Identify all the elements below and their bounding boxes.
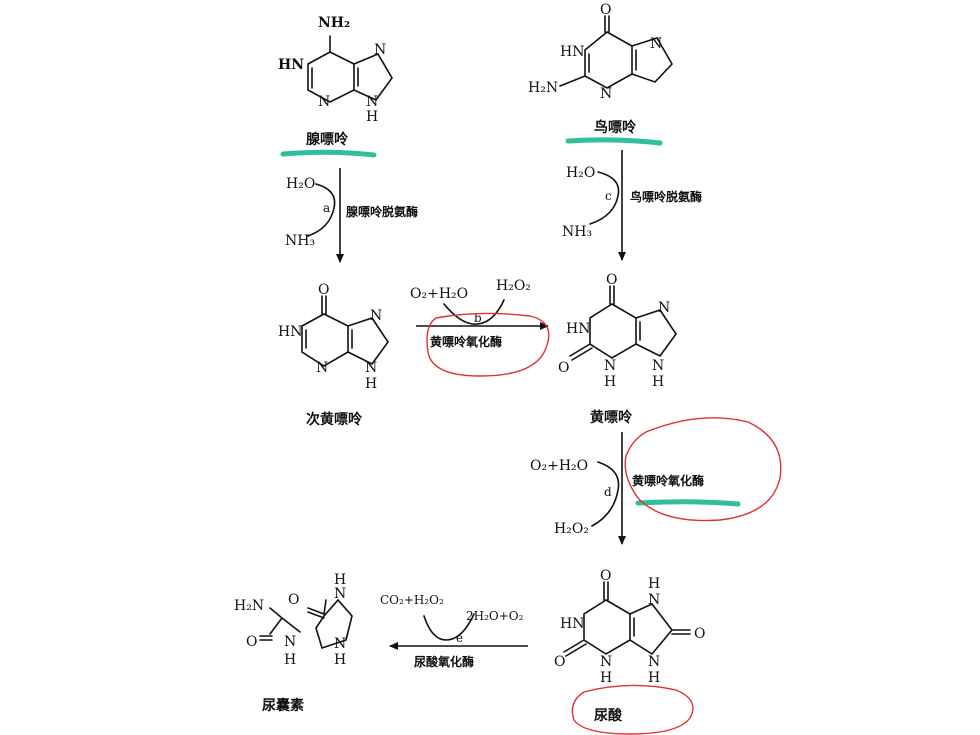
hypoxanthine-structure: O HN N N N H 次黄嘌呤: [278, 282, 389, 428]
adenine-ring-bonds: [307, 35, 393, 103]
reaction-b-product: H₂O₂: [496, 278, 531, 294]
uric-acid-hn1-label: HN: [560, 616, 584, 632]
reaction-b-reactant: O₂+H₂O: [410, 286, 468, 302]
allantoin-o2-label: O: [246, 634, 257, 650]
reaction-a-reactant: H₂O: [286, 176, 315, 192]
hypoxanthine-n9-label: N: [365, 360, 377, 376]
xanthine-h3-label: H: [604, 374, 616, 390]
adenine-structure: NH₂ HN N N N H 腺嘌呤: [278, 15, 393, 158]
reaction-d-step: d: [604, 485, 612, 499]
allantoin-nh-b-label: N: [334, 586, 346, 602]
allantoin-o1-label: O: [288, 592, 299, 608]
xanthine-hn-label: HN: [566, 321, 590, 337]
hypoxanthine-n7-label: N: [370, 308, 382, 324]
reaction-a-enzyme: 腺嘌呤脱氨酶: [346, 204, 418, 219]
xanthine-name: 黄嘌呤: [590, 409, 633, 426]
allantoin-name: 尿囊素: [262, 697, 304, 714]
reaction-b: O₂+H₂O H₂O₂ b 黄嘌呤氧化酶: [410, 278, 550, 377]
uric-acid-h3-label: H: [600, 670, 612, 686]
xanthine-ring-bonds: [569, 285, 677, 361]
hypoxanthine-o-label: O: [318, 282, 329, 298]
reaction-d-reactant: O₂+H₂O: [530, 458, 588, 474]
xanthine-o2-label: O: [558, 360, 569, 376]
guanine-n7-label: N: [650, 36, 662, 52]
uric-acid-n7-label: N: [648, 592, 660, 608]
uric-acid-structure: O HN O N H H N O N H 尿酸: [554, 568, 705, 735]
reaction-b-enzyme-circle: [426, 312, 550, 377]
reaction-c-step: c: [605, 189, 612, 203]
allantoin-ring-bonds: [259, 598, 353, 650]
uric-acid-n9-label: N: [648, 654, 660, 670]
reaction-d-enzyme-highlight: [635, 499, 741, 507]
reaction-c: H₂O c 鸟嘌呤脱氨酶 NH₃: [562, 150, 702, 261]
reaction-b-enzyme: 黄嘌呤氧化酶: [430, 334, 502, 349]
uric-acid-h9-label: H: [648, 670, 660, 686]
hypoxanthine-h9-label: H: [365, 376, 377, 392]
uric-acid-circle: [571, 684, 694, 735]
xanthine-o6-label: O: [606, 272, 617, 288]
allantoin-h2n-label: H₂N: [234, 598, 264, 614]
allantoin-nh-a-label: N: [284, 634, 296, 650]
hypoxanthine-name: 次黄嘌呤: [306, 411, 363, 428]
reaction-e-product: CO₂+H₂O₂: [380, 593, 444, 607]
reaction-a-product: NH₃: [285, 233, 315, 249]
allantoin-h-b-label: H: [334, 572, 346, 588]
reaction-e: CO₂+H₂O₂ 2H₂O+O₂ e 尿酸氧化酶: [380, 593, 528, 669]
allantoin-structure: H₂N O O N H H N N H 尿囊素: [234, 572, 353, 714]
xanthine-n9-label: N: [652, 358, 664, 374]
adenine-n3-label: N: [318, 94, 330, 110]
reaction-d-enzyme: 黄嘌呤氧化酶: [632, 473, 704, 488]
uric-acid-h7-label: H: [648, 576, 660, 592]
xanthine-n7-label: N: [658, 300, 670, 316]
guanine-hn-label: HN: [560, 44, 584, 60]
reaction-b-step: b: [474, 311, 482, 325]
adenine-h9-label: H: [366, 109, 378, 125]
adenine-highlight: [280, 149, 377, 158]
allantoin-h-c-label: H: [334, 652, 346, 668]
guanine-h2n-label: H₂N: [528, 80, 558, 96]
adenine-name: 腺嘌呤: [306, 131, 349, 148]
reaction-d: O₂+H₂O d 黄嘌呤氧化酶 H₂O₂: [530, 417, 782, 545]
adenine-nh2-label: NH₂: [318, 15, 350, 31]
reaction-c-enzyme: 鸟嘌呤脱氨酶: [630, 189, 702, 204]
uric-acid-o6-label: O: [600, 568, 611, 584]
reaction-a: H₂O a 腺嘌呤脱氨酶 NH₃: [285, 168, 418, 263]
hypoxanthine-hn-label: HN: [278, 324, 302, 340]
adenine-n7-label: N: [374, 42, 386, 58]
guanine-name: 鸟嘌呤: [594, 119, 637, 136]
uric-acid-ring-bonds: [563, 581, 691, 657]
reaction-a-step: a: [323, 201, 330, 215]
uric-acid-name: 尿酸: [594, 707, 623, 724]
allantoin-h-a-label: H: [284, 652, 296, 668]
xanthine-h9-label: H: [652, 374, 664, 390]
adenine-n9-label: N: [366, 94, 378, 110]
xanthine-structure: O HN O N H N N H 黄嘌呤: [558, 272, 677, 426]
reaction-e-reactant: 2H₂O+O₂: [466, 609, 524, 623]
reaction-c-reactant: H₂O: [566, 165, 595, 181]
adenine-hn-label: HN: [278, 57, 304, 73]
reaction-d-enzyme-circle: [624, 417, 782, 522]
guanine-ring-bonds: [559, 15, 673, 89]
hypoxanthine-ring-bonds: [301, 295, 389, 367]
guanine-highlight: [565, 137, 663, 146]
uric-acid-n3-label: N: [600, 654, 612, 670]
guanine-o-label: O: [600, 2, 611, 18]
reaction-c-curve: [589, 171, 620, 225]
reaction-e-curve: [423, 613, 475, 641]
allantoin-nh-c-label: N: [334, 636, 346, 652]
reaction-e-enzyme: 尿酸氧化酶: [414, 654, 474, 669]
hypoxanthine-n3-label: N: [316, 360, 328, 376]
reaction-c-product: NH₃: [562, 224, 592, 240]
reaction-a-curve: [307, 183, 336, 237]
uric-acid-o8-label: O: [694, 626, 705, 642]
reaction-d-curve: [591, 461, 620, 527]
guanine-structure: O HN H₂N N N 鸟嘌呤: [528, 2, 673, 146]
uric-acid-o2-label: O: [554, 654, 565, 670]
reaction-e-step: e: [456, 631, 463, 645]
guanine-n3-label: N: [600, 86, 612, 102]
reaction-d-product: H₂O₂: [554, 521, 589, 537]
xanthine-n3-label: N: [604, 358, 616, 374]
